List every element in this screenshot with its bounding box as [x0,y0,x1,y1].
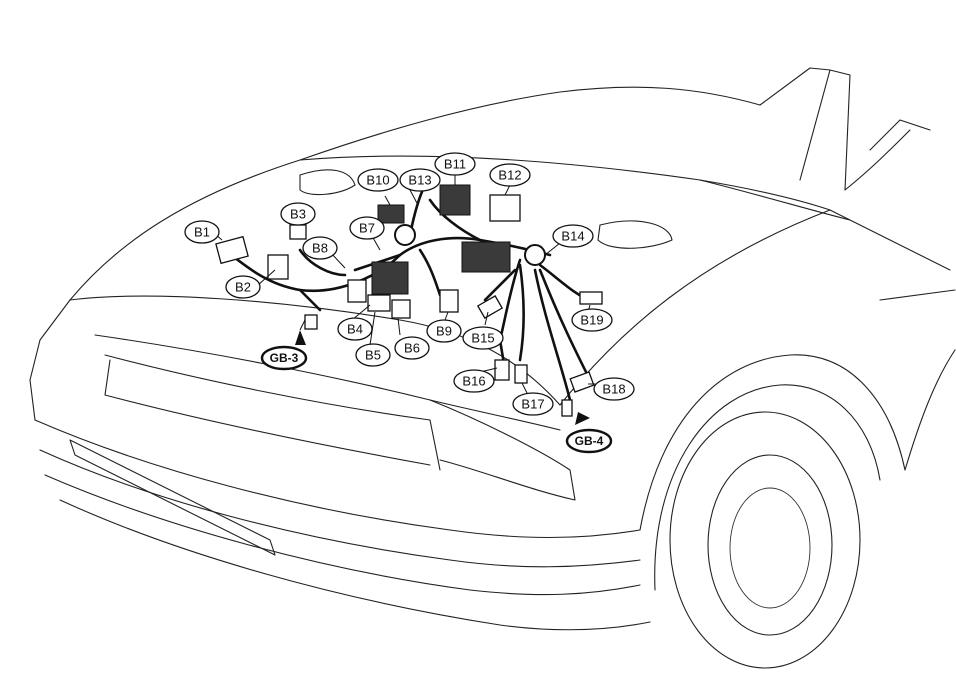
grommet-left [394,224,416,246]
connector-b6 [391,299,411,319]
label-b13: B13 [399,168,441,192]
svg-text:B10: B10 [366,173,389,188]
gb4-arrow [575,412,590,425]
label-b15: B15 [462,326,504,350]
label-b4: B4 [337,317,373,341]
svg-text:B7: B7 [359,221,375,236]
svg-text:B4: B4 [347,322,363,337]
svg-text:B17: B17 [521,397,544,412]
label-b16: B16 [453,369,495,393]
connector-b10 [377,204,405,224]
connector-b16b [514,364,528,384]
b4-highlight-ring [337,317,373,341]
svg-text:GB-3: GB-3 [270,351,299,365]
label-b12: B12 [489,163,531,187]
svg-text:B15: B15 [471,331,494,346]
label-b18: B18 [593,377,635,401]
label-b7: B7 [349,216,385,240]
connector-b2 [267,254,289,280]
svg-text:B9: B9 [436,324,452,339]
svg-text:B12: B12 [498,168,521,183]
connector-b1 [215,235,249,265]
label-b1: B1 [184,220,220,244]
svg-text:B5: B5 [365,348,381,363]
connector-b8 [347,279,367,303]
connector-b13 [461,241,511,273]
connector-b11 [439,184,471,216]
svg-text:B18: B18 [602,382,625,397]
label-gb-4: GB-4 [565,428,613,454]
connector-b17 [561,399,573,417]
svg-text:B6: B6 [404,341,420,356]
label-b9: B9 [426,319,462,343]
label-b2: B2 [225,275,261,299]
label-b19: B19 [571,308,613,332]
grommet-right [524,244,546,266]
connector-b19 [579,291,603,305]
label-b11: B11 [434,152,476,176]
connector-b12 [489,194,521,222]
svg-text:B11: B11 [444,157,466,172]
svg-text:B16: B16 [462,374,485,389]
connector-b5-block [371,261,409,295]
svg-text:B1: B1 [194,225,210,240]
label-b5: B5 [355,343,391,367]
svg-text:B3: B3 [290,207,306,222]
label-b6: B6 [394,336,430,360]
connector-labels: B1 B2 B3 B4 B5 B6 B7 B8 [184,152,635,416]
car-body-outline [29,67,956,669]
svg-text:B2: B2 [235,280,251,295]
connector-b16 [494,359,510,381]
connector-b4 [367,294,391,312]
label-b14: B14 [552,224,594,248]
svg-text:B14: B14 [561,229,584,244]
label-gb-3: GB-3 [260,345,308,371]
svg-text:B13: B13 [408,173,431,188]
svg-text:B8: B8 [312,241,328,256]
svg-text:GB-4: GB-4 [575,434,604,448]
connector-b9 [439,289,459,313]
connector-b3 [289,224,307,240]
svg-text:B19: B19 [580,313,603,328]
label-b3: B3 [280,202,316,226]
connector-b18 [569,371,595,393]
connector-gb3-lug [304,314,318,330]
connectors [215,184,603,417]
label-b17: B17 [512,392,554,416]
ground-labels: GB-3 GB-4 [260,345,613,454]
connector-b15 [476,295,504,319]
gb3-arrow [295,330,306,345]
label-b8: B8 [302,236,338,260]
label-b10: B10 [357,168,399,192]
